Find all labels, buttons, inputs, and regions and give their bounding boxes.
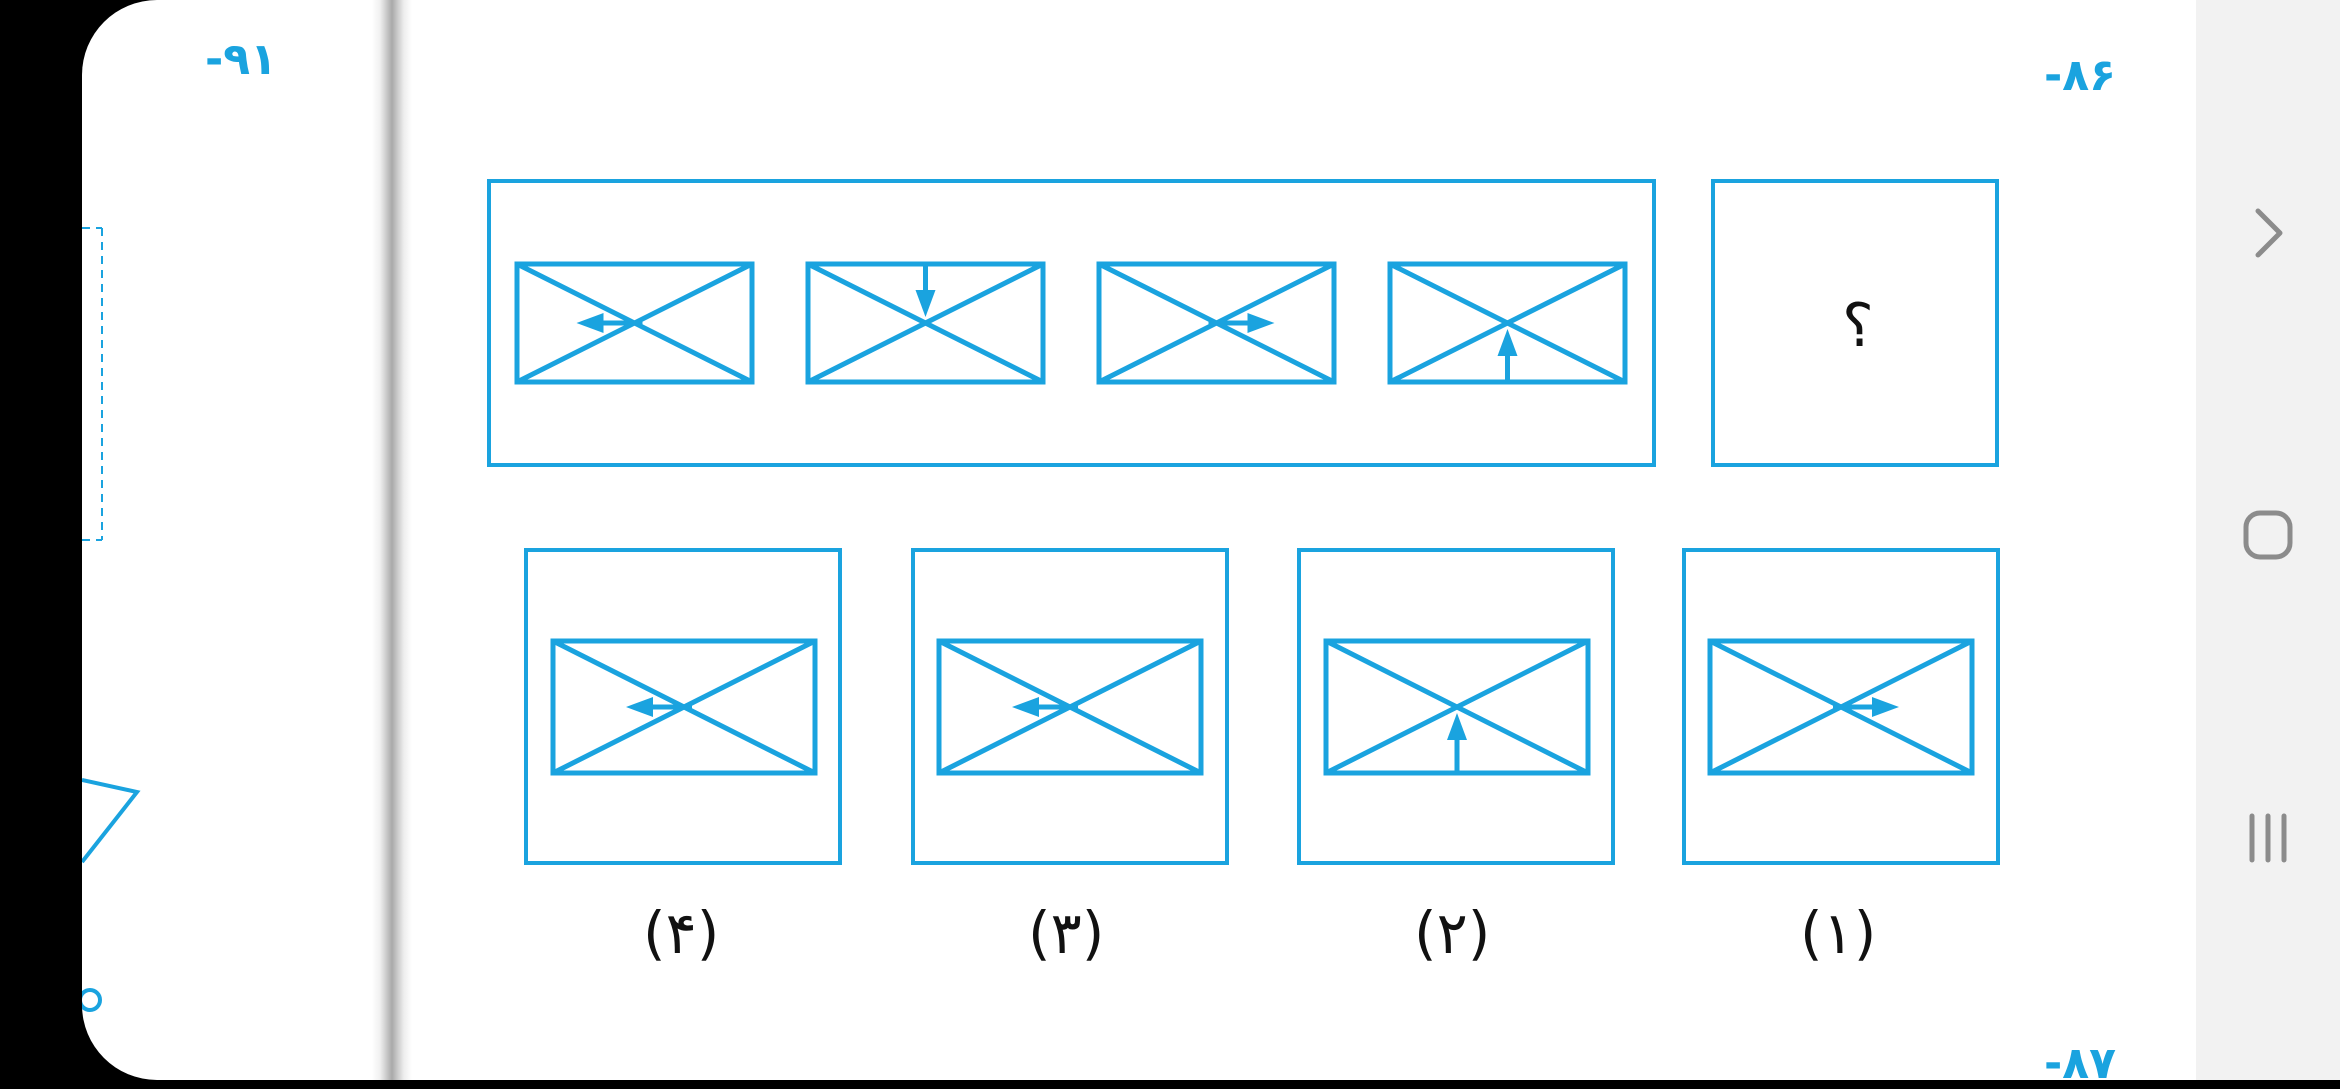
arrow-up-icon [1497, 329, 1518, 382]
option-tile-3 [936, 638, 1204, 776]
left-page-figure [82, 227, 141, 1012]
missing-symbol: ؟ [1842, 291, 1874, 361]
option-box-3[interactable] [911, 548, 1229, 865]
arrow-left-icon [626, 697, 692, 717]
navigation-bar [2196, 0, 2340, 1080]
chevron-right-icon[interactable] [2246, 205, 2290, 261]
sequence-tile-4 [1387, 261, 1628, 385]
home-icon[interactable] [2240, 507, 2296, 563]
next-question-number: -۸۷ [2044, 1038, 2116, 1089]
sequence-tile-3 [1096, 261, 1337, 385]
option-label-4[interactable]: (۴) [643, 899, 720, 967]
question-figure [487, 179, 2000, 865]
recents-icon[interactable] [2242, 812, 2294, 864]
sequence-tile-1 [514, 261, 755, 385]
option-tile-4 [550, 638, 818, 776]
option-label-1[interactable]: (۱) [1800, 899, 1877, 967]
arrow-down-icon [915, 264, 936, 317]
arrow-right-icon [1208, 313, 1275, 333]
option-tile-2 [1323, 638, 1591, 776]
sequence-frame [487, 179, 1656, 467]
option-label-2[interactable]: (۲) [1414, 899, 1491, 967]
answer-options [524, 548, 2000, 865]
answer-box [1711, 179, 1999, 467]
option-box-4[interactable] [524, 548, 842, 865]
arrow-up-icon [1447, 713, 1467, 773]
option-box-1[interactable] [1682, 548, 2000, 865]
arrow-left-icon [1012, 697, 1078, 717]
option-label-3[interactable]: (۳) [1028, 899, 1105, 967]
left-question-number: -۹۱ [205, 34, 277, 85]
option-tile-1 [1707, 638, 1975, 776]
circle-shape [82, 988, 102, 1012]
sequence-tiles [514, 261, 1628, 385]
arrow-left-icon [576, 313, 643, 333]
sequence-tile-2 [805, 261, 1046, 385]
page-gutter [372, 0, 412, 1080]
left-page [82, 0, 402, 1080]
arrow-right-icon [1833, 697, 1899, 717]
question-number: -۸۶ [2044, 50, 2116, 101]
triangle-shape [82, 778, 141, 864]
option-box-2[interactable] [1297, 548, 1615, 865]
